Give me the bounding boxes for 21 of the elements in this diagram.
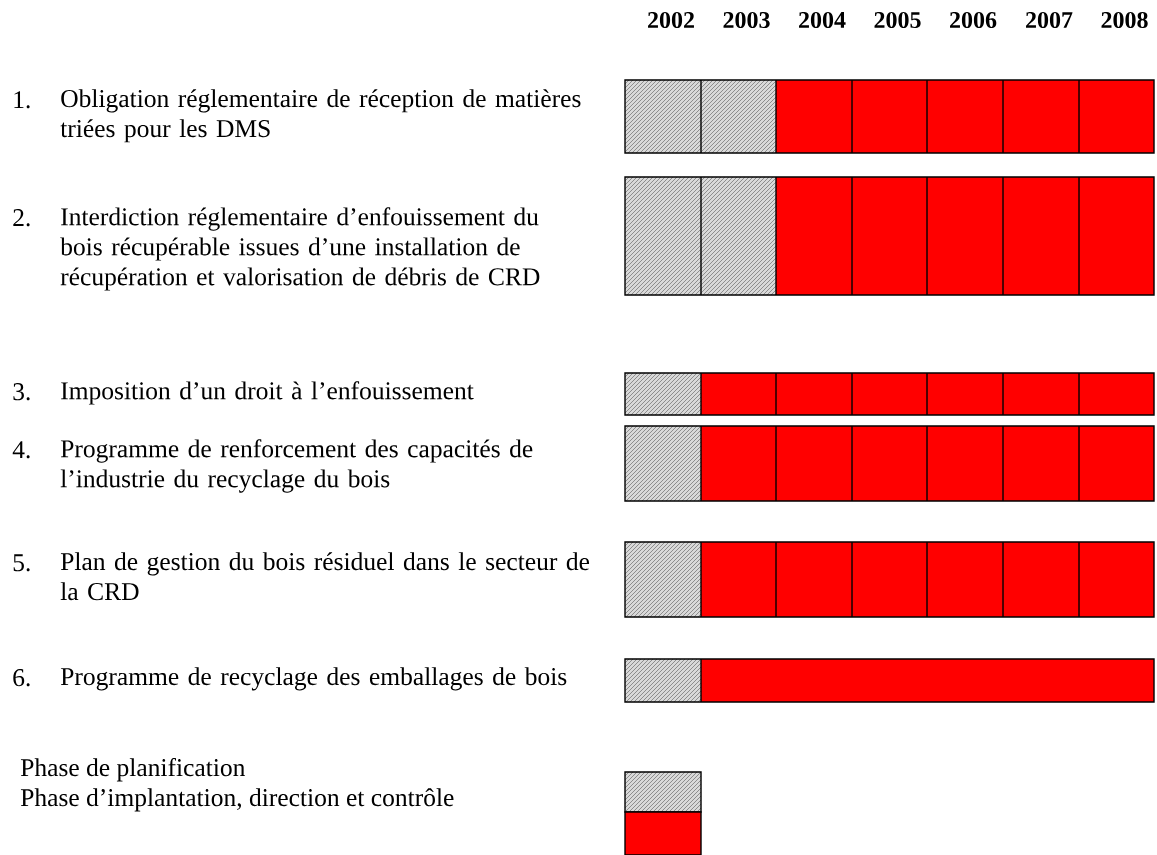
- item-number: 3.: [13, 383, 30, 401]
- year-heading: 2008: [1101, 11, 1148, 29]
- year-heading: 2007: [1026, 11, 1073, 29]
- item-number: 2.: [13, 209, 30, 227]
- task-description: Programme de renforcement des capacités de l’industrie du recyclage du bois: [60, 439, 533, 493]
- legend-label: Phase de planification: [20, 758, 246, 782]
- item-number: 6.: [13, 669, 30, 687]
- year-heading: 2003: [723, 11, 770, 29]
- year-heading: 2004: [799, 11, 846, 29]
- item-number: 1.: [14, 91, 30, 109]
- task-description: Plan de gestion du bois résiduel dans le secteur de la CRD: [60, 552, 590, 601]
- task-description: Interdiction réglementaire d’enfouissement du bois récupérable issues d’une installation de récupération et valorisation de débris de CRD: [60, 207, 540, 291]
- year-heading: 2002: [648, 11, 694, 29]
- year-heading: 2005: [874, 11, 921, 29]
- task-description: Imposition d’un droit à l’enfouissement: [61, 381, 474, 405]
- legend-label: Phase d’implantation, direction et contrôle: [20, 788, 454, 812]
- item-number: 4.: [12, 441, 30, 459]
- item-number: 5.: [13, 554, 30, 572]
- year-heading: 2006: [950, 11, 997, 29]
- task-description: Programme de recyclage des emballages de bois: [60, 667, 567, 691]
- task-description: Obligation réglementaire de réception de matières triées pour les DMS: [60, 89, 581, 143]
